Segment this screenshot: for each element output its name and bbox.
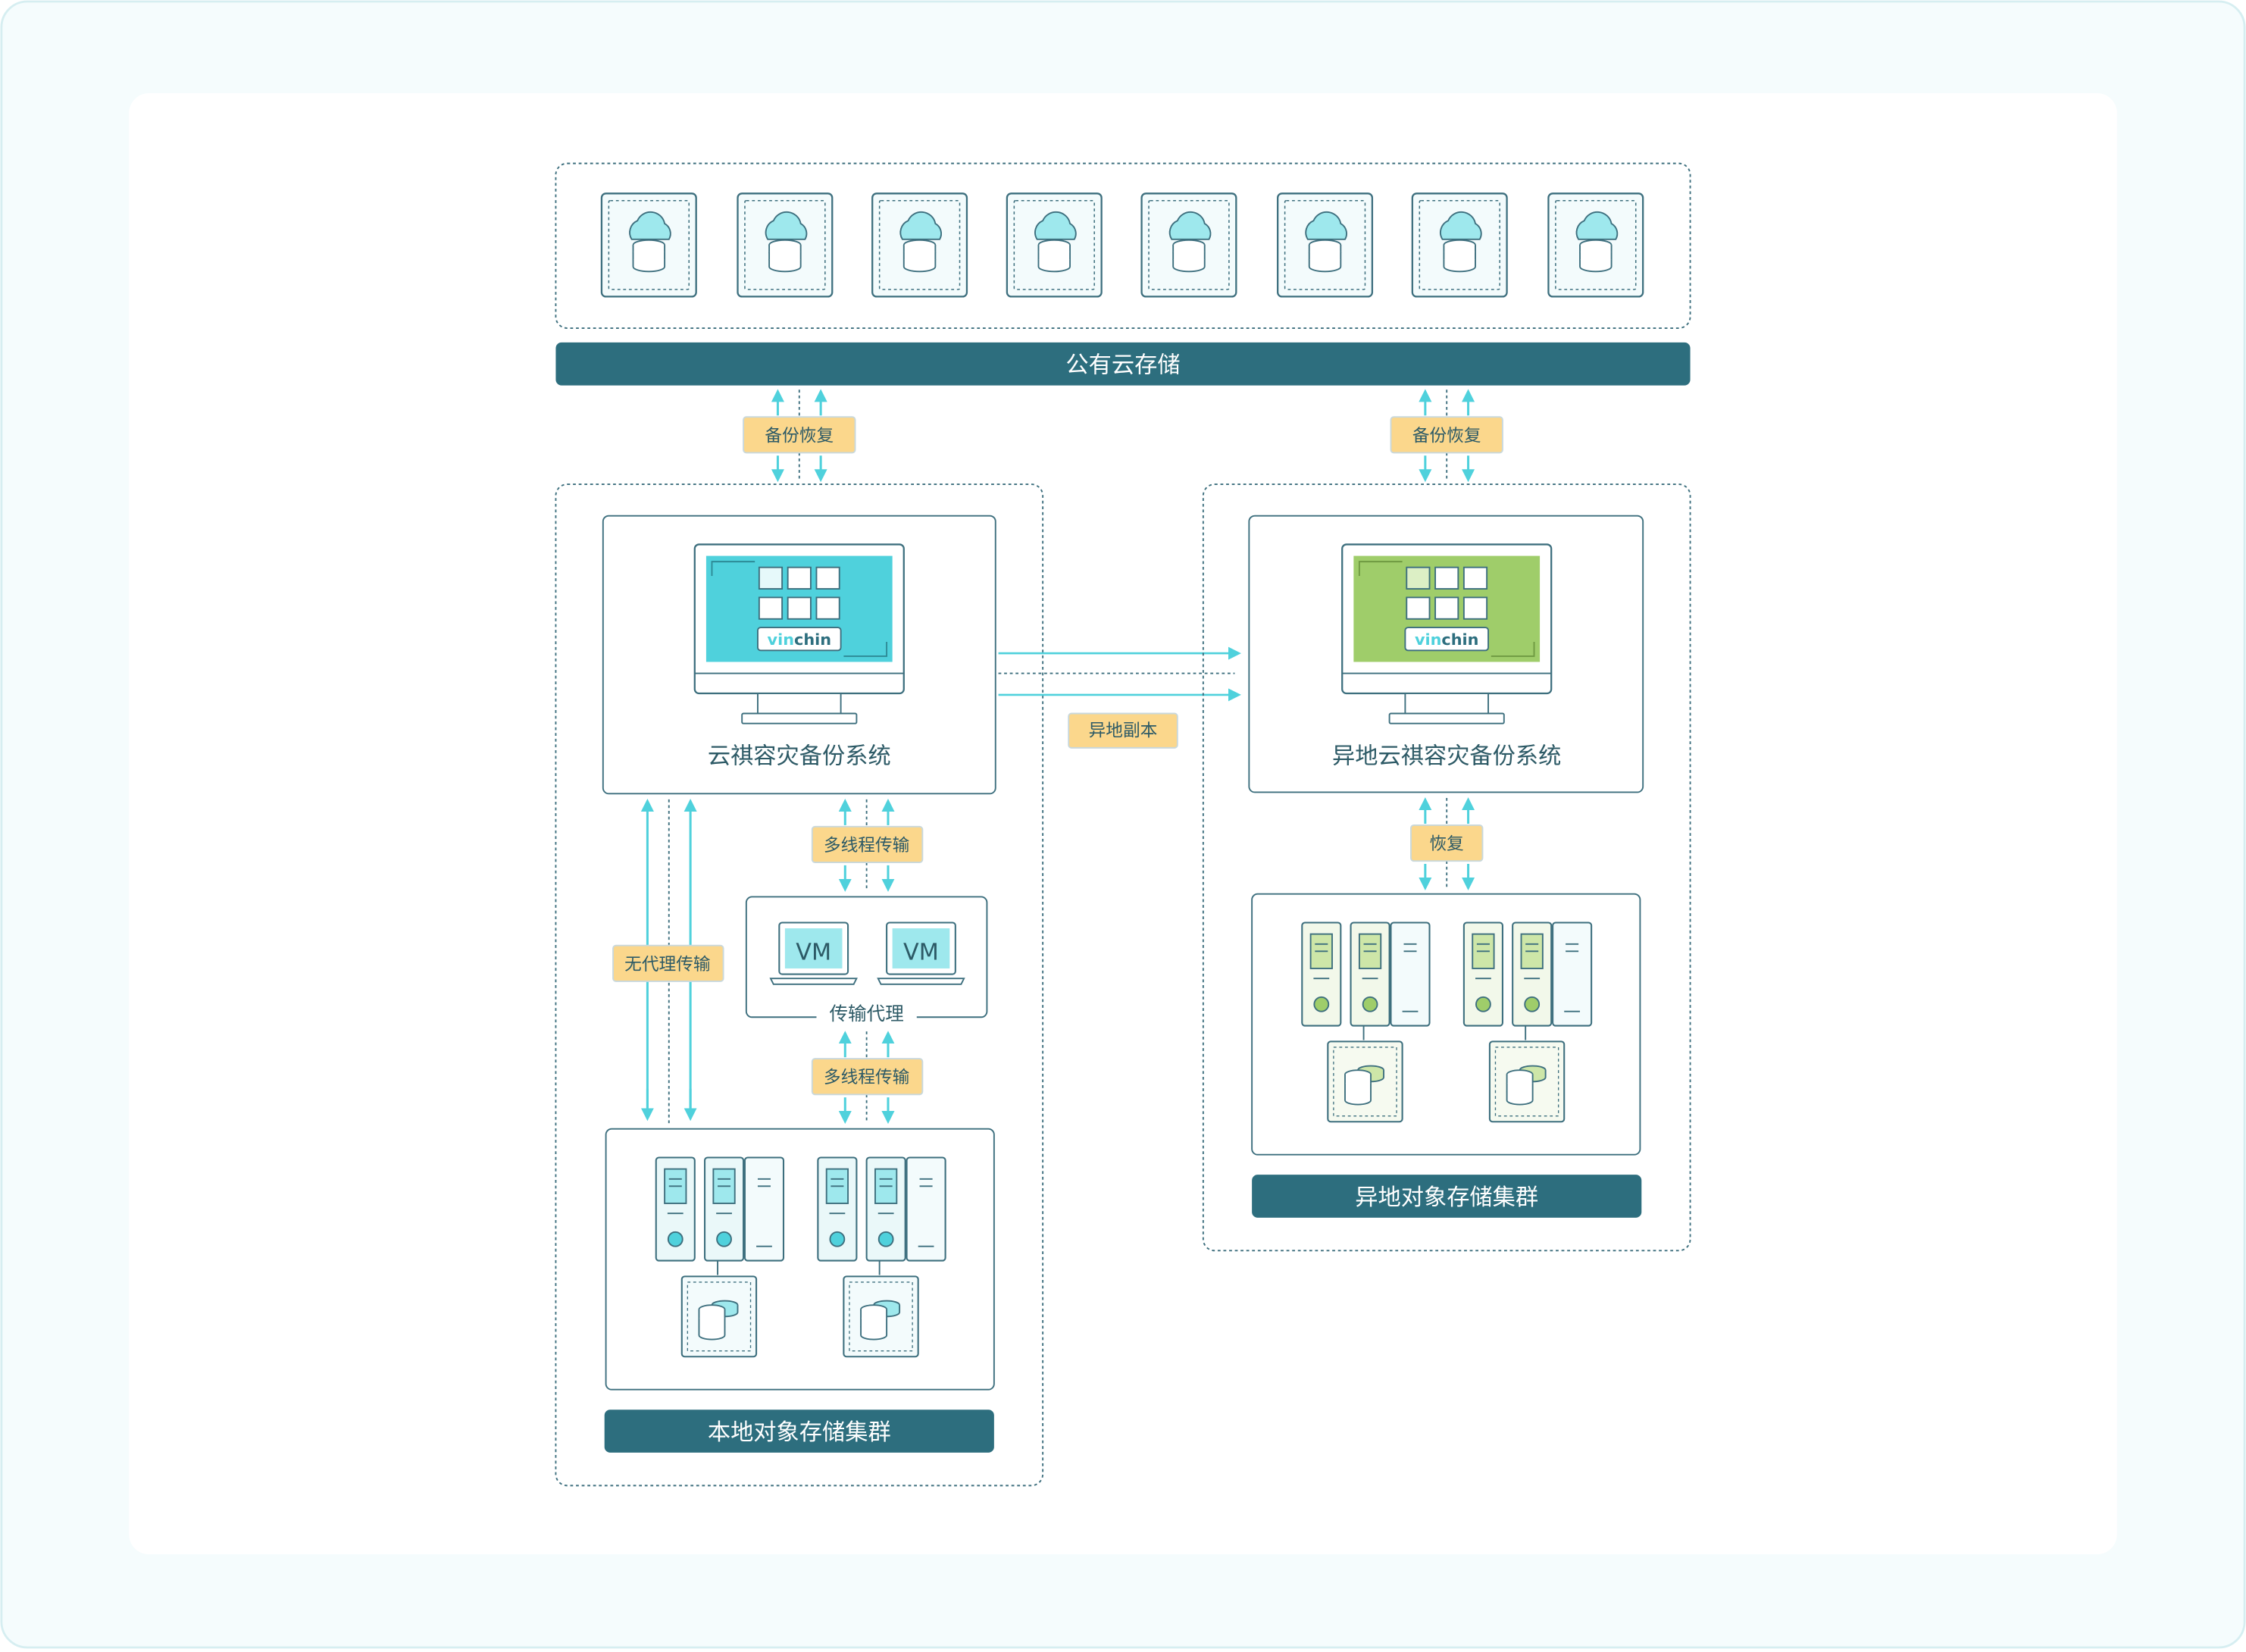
multithread-label-top — [811, 825, 924, 864]
remote-monitor-icon — [1341, 543, 1553, 724]
public-cloud-title-bar — [555, 342, 1691, 386]
cloud-node-4 — [1006, 192, 1103, 298]
vm-laptop-icon-1 — [769, 921, 858, 985]
backup-restore-label-left — [743, 416, 856, 454]
backup-restore-label-right — [1390, 416, 1503, 454]
restore-label — [1410, 824, 1484, 862]
cloud-node-3 — [871, 192, 968, 298]
agentless-transfer-label — [612, 944, 724, 982]
local-storage-title: 本地对象存储集群 — [708, 1419, 891, 1446]
local-storage-title-bar — [604, 1410, 994, 1453]
remote-system-title: 异地云祺容灾备份系统 — [1332, 743, 1561, 770]
remote-storage-title: 异地对象存储集群 — [1355, 1184, 1538, 1211]
remote-copy-text: 异地副本 — [1089, 721, 1158, 741]
restore-text: 恢复 — [1430, 834, 1464, 854]
local-monitor-icon — [693, 543, 905, 724]
cloud-node-2 — [737, 192, 834, 298]
remote-copy-label — [1068, 712, 1178, 749]
local-logo: vinchin — [768, 630, 832, 649]
multithread-label-bottom — [811, 1058, 924, 1096]
vm-laptop-icon-2 — [877, 921, 965, 985]
vm-label-2: VM — [903, 940, 939, 966]
multithread-text-top: 多线程传输 — [824, 836, 910, 856]
local-system-title: 云祺容灾备份系统 — [708, 743, 891, 770]
remote-server-group-1 — [1301, 921, 1431, 1123]
backup-restore-text-left: 备份恢复 — [765, 426, 834, 446]
cloud-node-8 — [1547, 192, 1644, 298]
vm-label-1: VM — [796, 940, 831, 966]
local-server-group-2 — [817, 1156, 946, 1358]
local-server-group-1 — [655, 1156, 785, 1358]
remote-site-group — [1202, 483, 1691, 1252]
remote-logo: vinchin — [1415, 630, 1479, 649]
remote-server-group-2 — [1462, 921, 1593, 1123]
transfer-proxy-title: 传输代理 — [830, 1003, 904, 1025]
cloud-node-6 — [1277, 192, 1374, 298]
local-site-group — [555, 483, 1044, 1487]
agentless-transfer-text: 无代理传输 — [624, 955, 711, 975]
cloud-node-1 — [600, 192, 697, 298]
cloud-node-7 — [1411, 192, 1508, 298]
remote-storage-title-bar — [1252, 1175, 1642, 1218]
backup-restore-text-right: 备份恢复 — [1412, 426, 1481, 446]
cloud-node-5 — [1140, 192, 1237, 298]
public-cloud-group — [555, 162, 1691, 329]
multithread-text-bottom: 多线程传输 — [824, 1068, 910, 1087]
public-cloud-title: 公有云存储 — [1065, 352, 1180, 379]
